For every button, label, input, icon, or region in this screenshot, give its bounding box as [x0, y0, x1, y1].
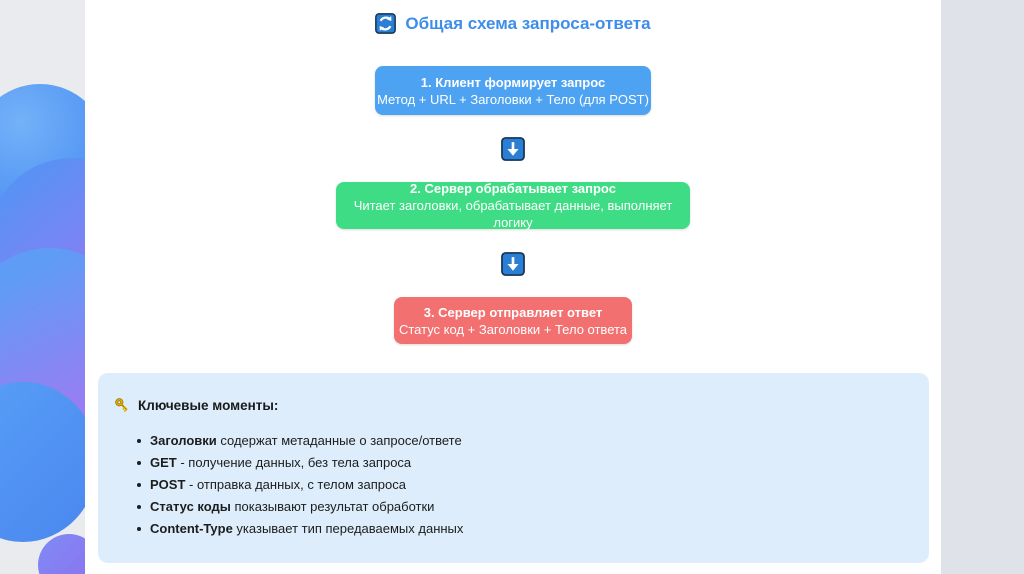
- slide: Общая схема запроса-ответа 1. Клиент фор…: [85, 0, 941, 574]
- step-subtitle: Читает заголовки, обрабатывает данные, в…: [353, 198, 673, 230]
- down-arrow-icon: [501, 252, 525, 276]
- decor-blob: [38, 534, 85, 574]
- key-point-term: Content-Type: [150, 521, 233, 536]
- step-title: 2. Сервер обрабатывает запрос: [410, 181, 616, 196]
- key-point-text: содержат метаданные о запросе/ответе: [216, 433, 462, 448]
- key-point-term: GET: [150, 455, 177, 470]
- flow-step-server-processing: 2. Сервер обрабатывает запрос Читает заг…: [336, 181, 690, 230]
- key-point-text: показывают результат обработки: [230, 499, 435, 514]
- flow-step-client-request: 1. Клиент формирует запрос Метод + URL +…: [375, 66, 651, 115]
- refresh-icon: [375, 13, 397, 34]
- step-subtitle: Статус код + Заголовки + Тело ответа: [398, 321, 628, 337]
- key-point-item: POST - отправка данных, с телом запроса: [137, 477, 909, 492]
- key-points-heading-label: Ключевые моменты:: [138, 397, 279, 413]
- key-icon: [115, 398, 128, 413]
- slide-title: Общая схема запроса-ответа: [405, 13, 651, 33]
- key-point-item: Статус коды показывают результат обработ…: [137, 499, 909, 514]
- step-title: 1. Клиент формирует запрос: [420, 74, 606, 90]
- key-points-list: Заголовки содержат метаданные о запросе/…: [114, 434, 909, 535]
- key-point-item: Content-Type указывает тип передаваемых …: [137, 521, 909, 536]
- step-title: 3. Сервер отправляет ответ: [423, 304, 603, 320]
- key-point-text: - отправка данных, с телом запроса: [185, 477, 406, 492]
- background-right-strip: [941, 0, 1024, 574]
- flow-step-server-response: 3. Сервер отправляет ответ Статус код + …: [394, 297, 632, 344]
- background-left-strip: [0, 0, 85, 574]
- key-point-item: GET - получение данных, без тела запроса: [137, 455, 909, 470]
- key-point-item: Заголовки содержат метаданные о запросе/…: [137, 433, 909, 448]
- key-point-text: указывает тип передаваемых данных: [232, 521, 464, 536]
- decor-blob: [0, 382, 85, 542]
- down-arrow-icon: [501, 137, 525, 161]
- key-point-term: Заголовки: [150, 433, 217, 448]
- slide-header: Общая схема запроса-ответа: [85, 13, 941, 34]
- key-point-text: - получение данных, без тела запроса: [176, 455, 412, 470]
- key-points-panel: Ключевые моменты: Заголовки содержат мет…: [98, 373, 929, 563]
- key-points-heading: Ключевые моменты:: [114, 397, 909, 413]
- key-point-term: POST: [150, 477, 186, 492]
- step-subtitle: Метод + URL + Заголовки + Тело (для POST…: [377, 91, 649, 107]
- key-point-term: Статус коды: [150, 499, 231, 514]
